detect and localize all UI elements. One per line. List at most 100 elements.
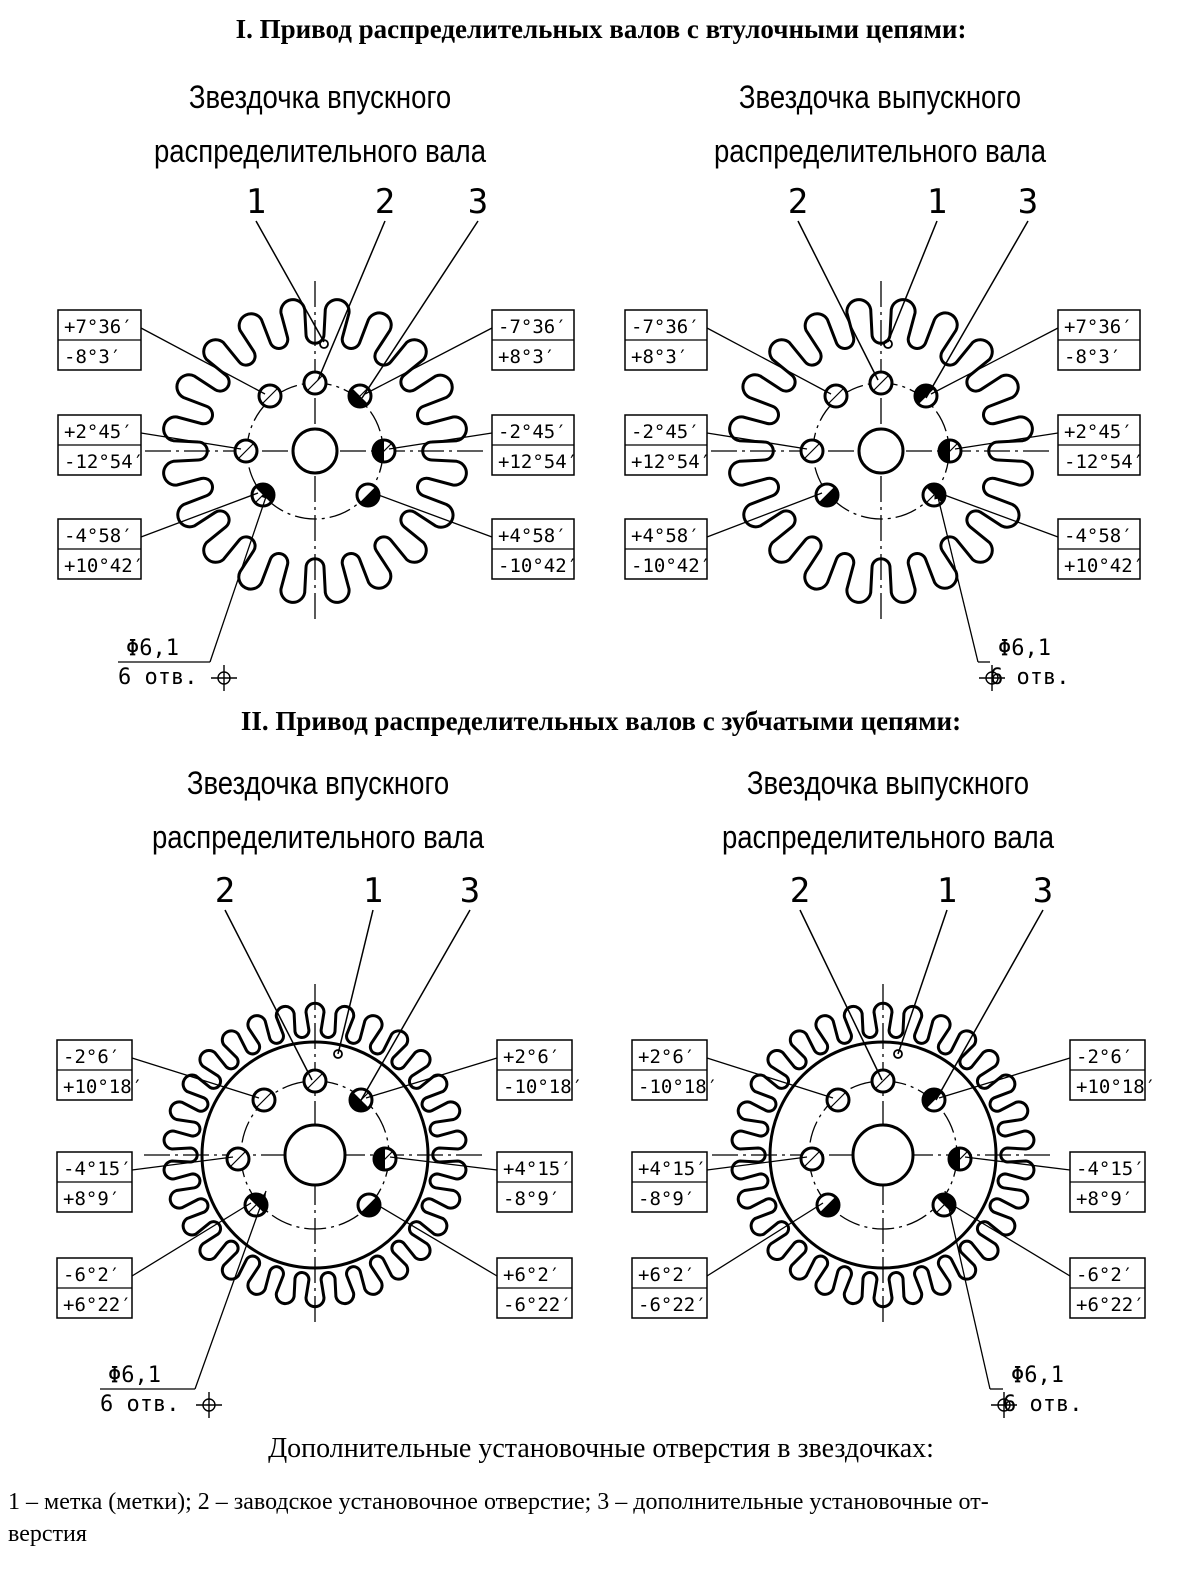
hole-fill-mark (374, 1148, 385, 1170)
hole-fill-mark (922, 1088, 942, 1108)
hole-crosshair (229, 1150, 247, 1168)
dimension-leader (194, 1190, 267, 1390)
tolerance-upper: +7°36′ (64, 316, 133, 338)
tolerance-upper: -7°36′ (631, 316, 700, 338)
tolerance-upper: -6°2′ (63, 1264, 120, 1286)
tolerance-lower: +12°54′ (498, 451, 578, 473)
tolerance-leader-left (131, 1202, 252, 1277)
tolerance-lower: -10°18′ (503, 1076, 583, 1098)
hole-fill-mark (949, 1148, 960, 1170)
dimension-diameter: Φ6,1 (126, 636, 179, 661)
dimension-hole-count: 6 отв. (100, 1392, 179, 1417)
tolerance-upper: -6°2′ (1076, 1264, 1133, 1286)
hole-fill-mark (373, 440, 384, 462)
hub-bore (851, 1123, 915, 1187)
hole-fill-mark (939, 440, 950, 462)
tolerance-leader-left (706, 492, 823, 538)
hole-crosshair (255, 1091, 273, 1109)
caption-line2: распределительного вала (151, 819, 485, 855)
hole-fill-mark (360, 487, 380, 507)
tolerance-lower: +10°18′ (1076, 1076, 1156, 1098)
caption-exhaust-toothed: Звездочка выпускного распределительного … (716, 756, 1060, 864)
hub-bore (857, 427, 905, 475)
callout-number: 1 (927, 182, 947, 222)
tolerance-lower: -10°18′ (638, 1076, 718, 1098)
legend-text: 1 – метка (метки); 2 – заводское установ… (8, 1486, 1188, 1550)
callout-number: 2 (788, 182, 808, 222)
dimension-arrowhead (944, 1191, 952, 1206)
section-1-title: I. Привод распределительных валов с втул… (235, 14, 967, 44)
tolerance-lower: -8°3′ (64, 346, 121, 368)
callout-leader (359, 909, 471, 1103)
tolerance-upper: +4°15′ (503, 1158, 572, 1180)
hole-crosshair (829, 1091, 847, 1109)
hole-crosshair (827, 387, 845, 405)
tolerance-lower: +10°18′ (63, 1076, 143, 1098)
gear-outline (162, 1001, 468, 1309)
tolerance-upper: +6°2′ (503, 1264, 560, 1286)
dimension-arrowhead (257, 1191, 266, 1206)
caption-line2: распределительного вала (153, 133, 487, 169)
tolerance-lower: +10°42′ (1064, 555, 1144, 577)
caption-line1: Звездочка выпускного (746, 765, 1030, 801)
callout-number: 2 (215, 871, 235, 911)
hole-fill-mark (914, 384, 934, 404)
tolerance-upper: -4°58′ (64, 525, 133, 547)
tolerance-leader-left (131, 1057, 260, 1099)
tolerance-leader-right (373, 1202, 498, 1277)
tolerance-upper: +4°15′ (638, 1158, 707, 1180)
tolerance-lower: -8°3′ (1064, 346, 1121, 368)
tolerance-leader-right (938, 492, 1059, 538)
callout-leader (337, 909, 374, 1055)
dimension-diameter: Φ6,1 (998, 636, 1051, 661)
tolerance-upper: -2°6′ (63, 1046, 120, 1068)
callout-leader (925, 220, 1029, 399)
caption-line2: распределительного вала (713, 133, 1047, 169)
callout-number: 3 (460, 871, 480, 911)
tolerance-upper: -2°45′ (631, 421, 700, 443)
callout-number: 2 (790, 871, 810, 911)
caption-exhaust-bushing: Звездочка выпускного распределительного … (708, 70, 1052, 178)
hole-crosshair (376, 1150, 394, 1168)
tolerance-lower: -8°9′ (638, 1188, 695, 1210)
gear-inner-ring (768, 1040, 998, 1270)
dimension-hole-count: 6 отв. (118, 665, 197, 690)
dimension-leader (934, 484, 979, 663)
tolerance-leader-right (364, 327, 493, 395)
tolerance-upper: -4°58′ (1064, 525, 1133, 547)
callout-number: 3 (468, 182, 488, 222)
hole-crosshair (917, 387, 935, 405)
tolerance-upper: +2°6′ (503, 1046, 560, 1068)
tolerance-lower: -10°42′ (631, 555, 711, 577)
callout-leader (255, 220, 325, 343)
hub-bore (283, 1123, 347, 1187)
tolerance-leader-left (706, 1057, 834, 1099)
hole-fill-mark (361, 1197, 381, 1217)
tolerance-lower: +8°3′ (631, 346, 688, 368)
dimension-diameter: Φ6,1 (1011, 1363, 1064, 1388)
timing-mark (319, 339, 329, 349)
callout-number: 3 (1033, 871, 1053, 911)
tolerance-leader-right (372, 492, 493, 538)
hole-fill-mark (820, 1197, 840, 1217)
legend-title: Дополнительные установочные отверстия в … (268, 1433, 934, 1464)
tolerance-leader-right (964, 1156, 1071, 1171)
tolerance-leader-left (706, 1156, 808, 1171)
tolerance-lower: +8°9′ (1076, 1188, 1133, 1210)
gear-outline (730, 1001, 1036, 1309)
callout-leader (361, 220, 479, 399)
legend-line2: верстия (8, 1521, 87, 1547)
callout-number: 2 (375, 182, 395, 222)
tolerance-upper: +2°45′ (64, 421, 133, 443)
tolerance-lower: -6°22′ (503, 1294, 572, 1316)
tolerance-upper: -2°6′ (1076, 1046, 1133, 1068)
callout-leader (797, 220, 879, 381)
timing-mark (883, 339, 893, 349)
hole-crosshair (803, 1150, 821, 1168)
caption-intake-toothed: Звездочка впускного распределительного в… (146, 756, 490, 864)
tolerance-lower: -12°54′ (64, 451, 144, 473)
hub-bore (291, 427, 339, 475)
gear-outline (728, 298, 1034, 604)
